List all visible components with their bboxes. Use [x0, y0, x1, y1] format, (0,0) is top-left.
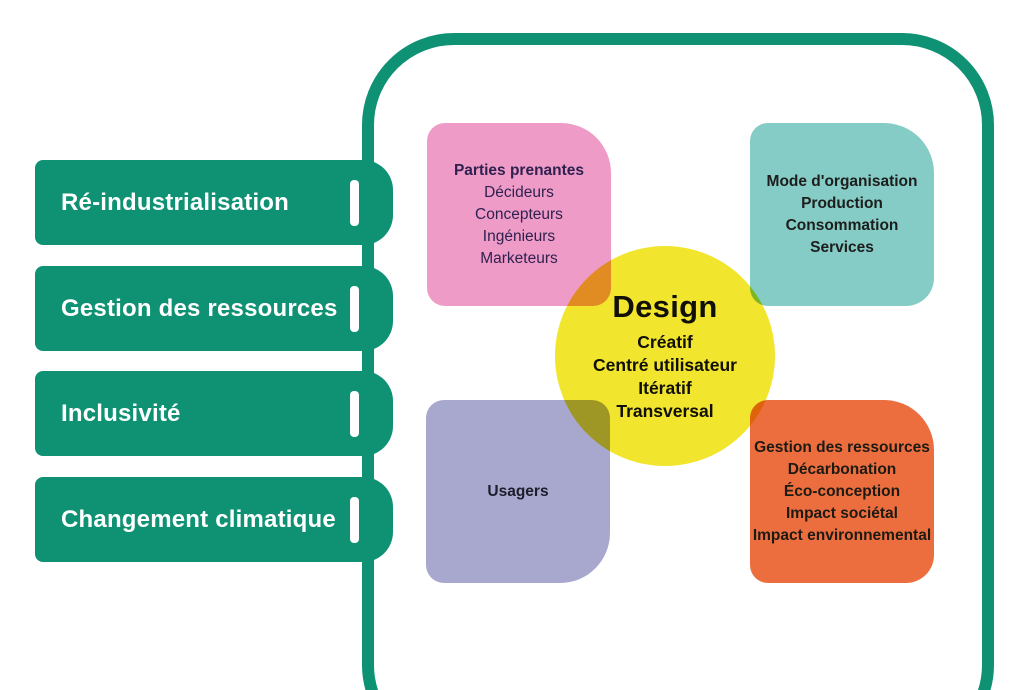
challenge-bar-changement-climatique: Changement climatique: [35, 477, 393, 562]
quadrant-item: Ingénieurs: [482, 227, 556, 245]
quadrant-item: Consommation: [785, 216, 899, 234]
bar-tick-decoration: [350, 179, 359, 226]
quadrant-resources: Gestion des ressources Décarbonation Éco…: [750, 400, 934, 583]
design-attribute: Centré utilisateur: [593, 355, 737, 375]
quadrant-organisation: Mode d'organisation Production Consommat…: [750, 123, 934, 306]
quadrant-item: Décarbonation: [787, 460, 897, 478]
quadrant-item: Mode d'organisation: [766, 172, 918, 190]
quadrant-item: Production: [801, 194, 883, 212]
quadrant-stakeholders: Parties prenantes Décideurs Concepteurs …: [427, 123, 611, 306]
challenge-bar-gestion-ressources: Gestion des ressources: [35, 266, 393, 351]
quadrant-item: Éco-conception: [783, 482, 901, 500]
quadrant-item: Concepteurs: [475, 205, 563, 223]
bar-tick-decoration: [350, 390, 359, 437]
design-center-circle: Design Créatif Centré utilisateur Itérat…: [555, 246, 775, 466]
quadrant-users: Usagers: [426, 400, 610, 583]
challenge-bar-reindustrialisation: Ré-industrialisation: [35, 160, 393, 245]
challenge-bar-label: Inclusivité: [61, 399, 181, 427]
design-attribute: Transversal: [616, 401, 714, 421]
challenge-bar-label: Ré-industrialisation: [61, 188, 290, 216]
design-title: Design: [612, 289, 718, 324]
quadrant-item: Gestion des ressources: [754, 438, 930, 456]
design-attribute: Créatif: [637, 332, 693, 352]
quadrant-item: Services: [810, 238, 874, 256]
quadrant-item: Impact sociétal: [786, 504, 898, 522]
design-attribute: Itératif: [638, 378, 692, 398]
quadrant-title: Parties prenantes: [453, 161, 585, 179]
challenge-bar-label: Changement climatique: [61, 505, 336, 533]
quadrant-item: Marketeurs: [480, 249, 558, 267]
bar-tick-decoration: [350, 496, 359, 543]
challenge-bar-inclusivite: Inclusivité: [35, 371, 393, 456]
quadrant-item: Décideurs: [484, 183, 554, 201]
quadrant-item: Usagers: [487, 482, 549, 500]
quadrant-item: Impact environnemental: [752, 526, 932, 544]
challenge-bar-label: Gestion des ressources: [61, 294, 338, 322]
bar-tick-decoration: [350, 285, 359, 332]
